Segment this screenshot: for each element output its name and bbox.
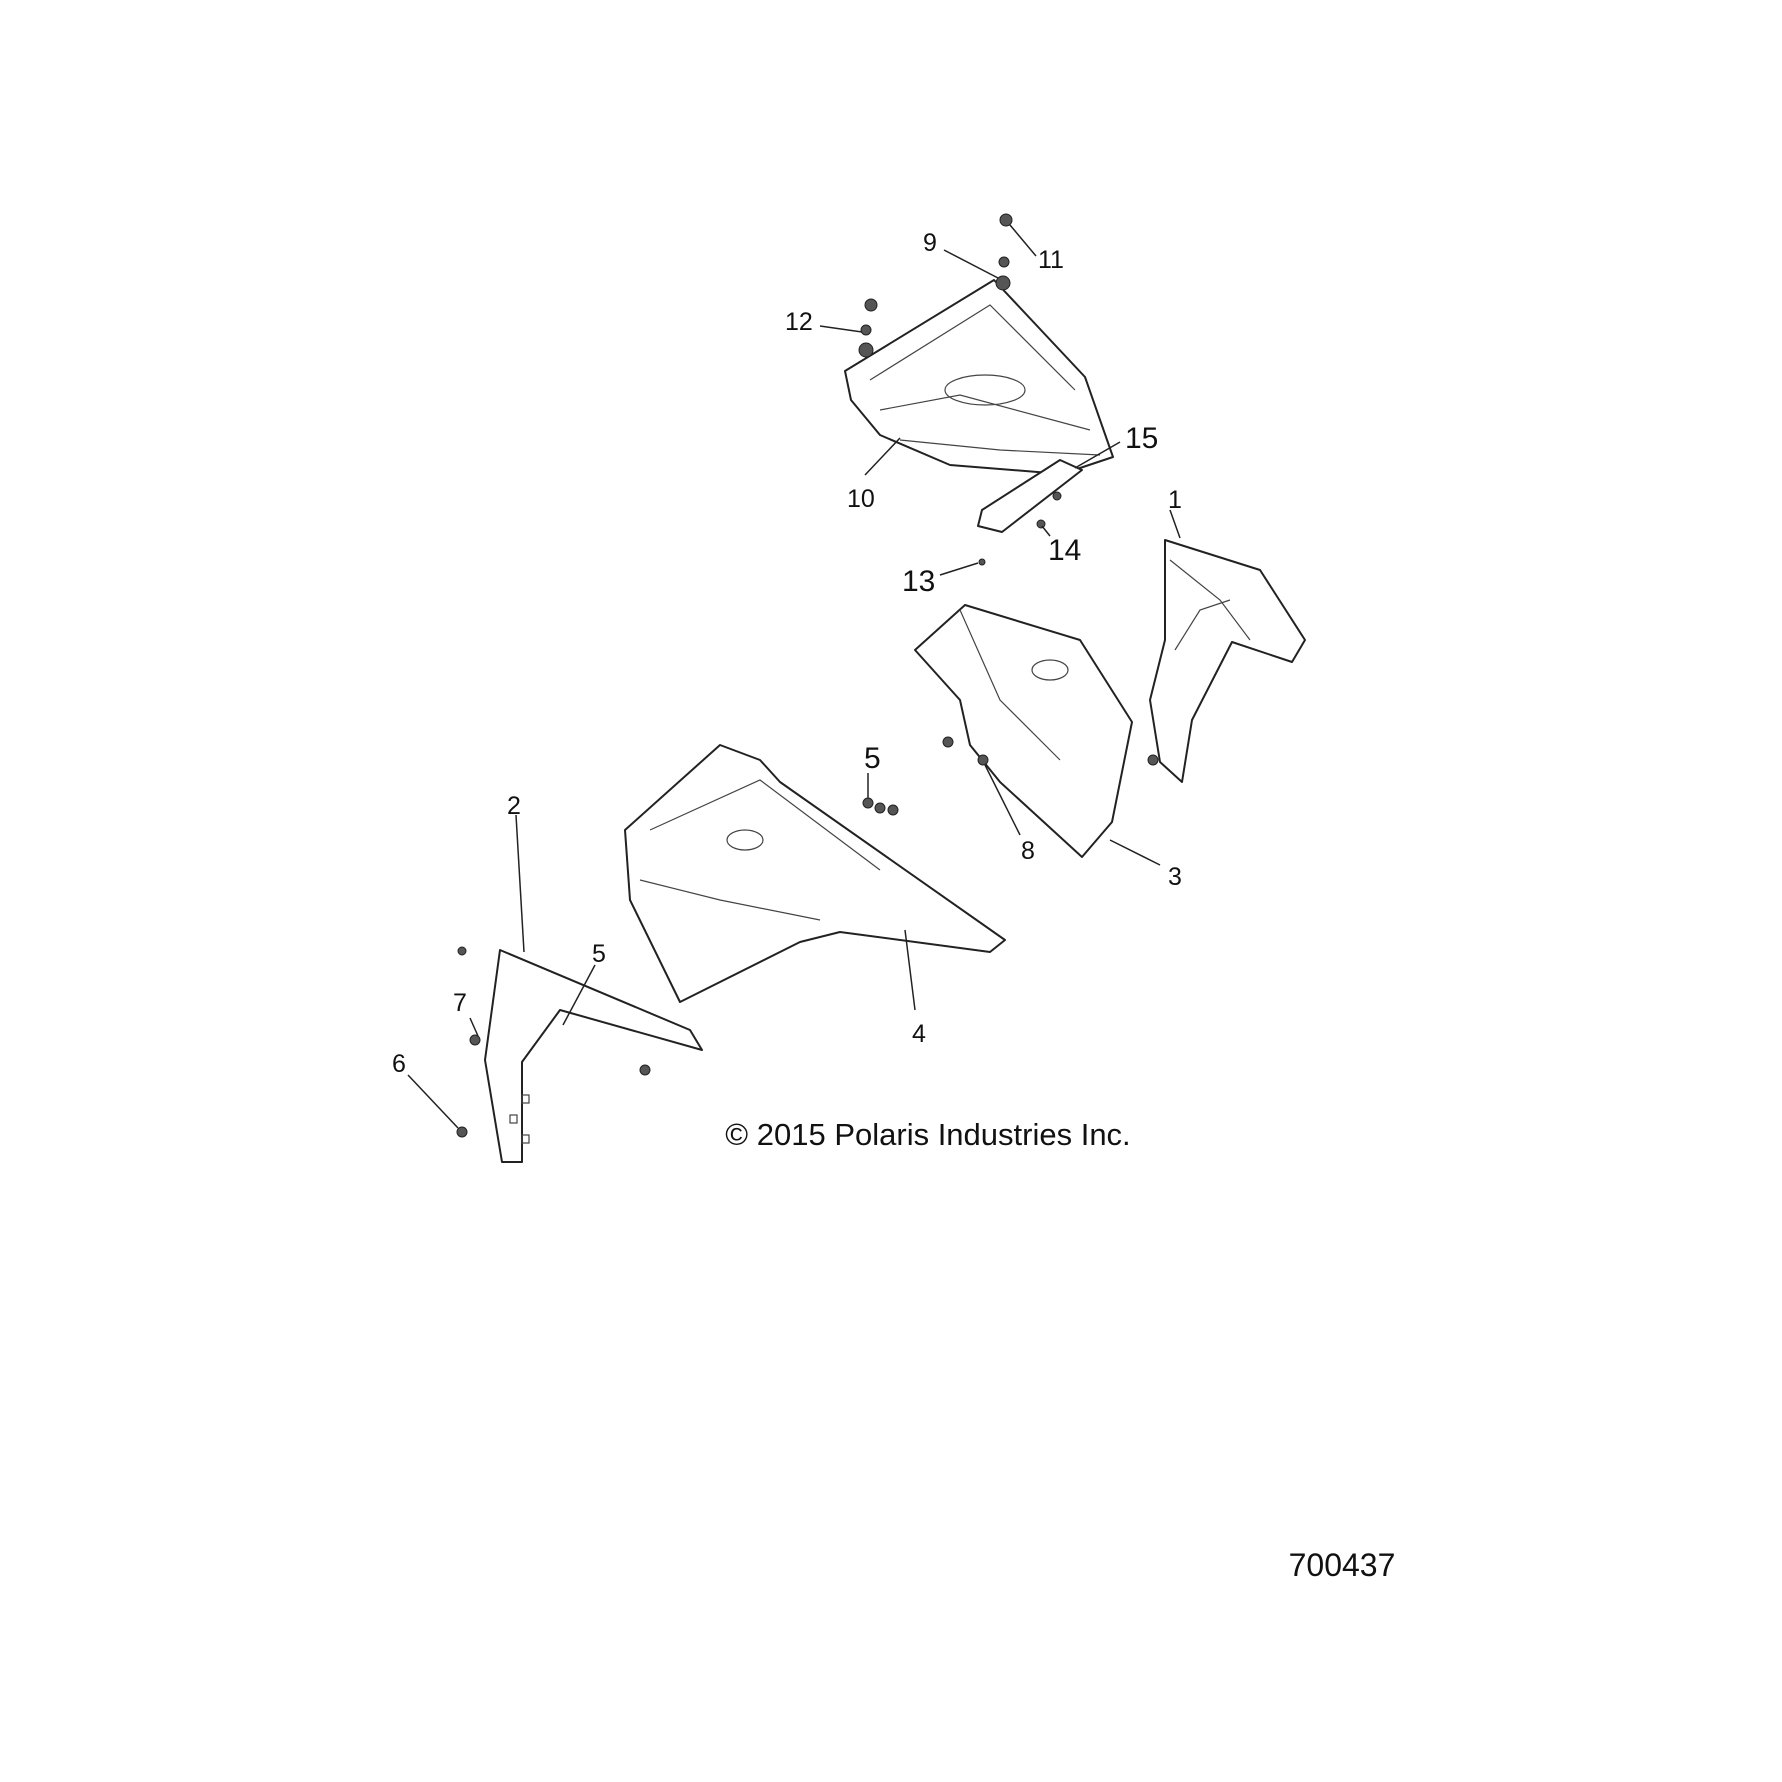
leader-lines	[407, 224, 1181, 1129]
part-2-rear-fender-left	[484, 949, 703, 1163]
callout-9: 9	[923, 229, 937, 257]
callout-14: 14	[1048, 534, 1081, 567]
callout-7: 7	[453, 989, 467, 1017]
callout-5-lower: 5	[592, 940, 606, 968]
callout-2: 2	[507, 792, 521, 820]
callout-11: 11	[1038, 246, 1064, 274]
fasteners	[456, 213, 1159, 1138]
callout-3: 3	[1168, 863, 1182, 891]
callout-4: 4	[912, 1020, 926, 1048]
callout-6: 6	[392, 1050, 406, 1078]
part-1-rear-fender-right	[1149, 539, 1306, 783]
part-10-rear-rack	[844, 279, 1114, 475]
callout-8: 8	[1021, 837, 1035, 865]
callout-15: 15	[1125, 422, 1158, 455]
callout-10: 10	[847, 485, 875, 513]
callout-1: 1	[1168, 486, 1182, 514]
callout-5-upper: 5	[864, 742, 881, 775]
copyright-notice: © 2015 Polaris Industries Inc.	[725, 1117, 1130, 1152]
callout-12: 12	[785, 308, 813, 336]
part-3-panel	[914, 604, 1133, 858]
part-4-center-panel	[624, 744, 1006, 1003]
callout-13: 13	[902, 565, 935, 598]
part-15-bracket	[977, 459, 1083, 533]
diagram-number: 700437	[1289, 1547, 1396, 1583]
